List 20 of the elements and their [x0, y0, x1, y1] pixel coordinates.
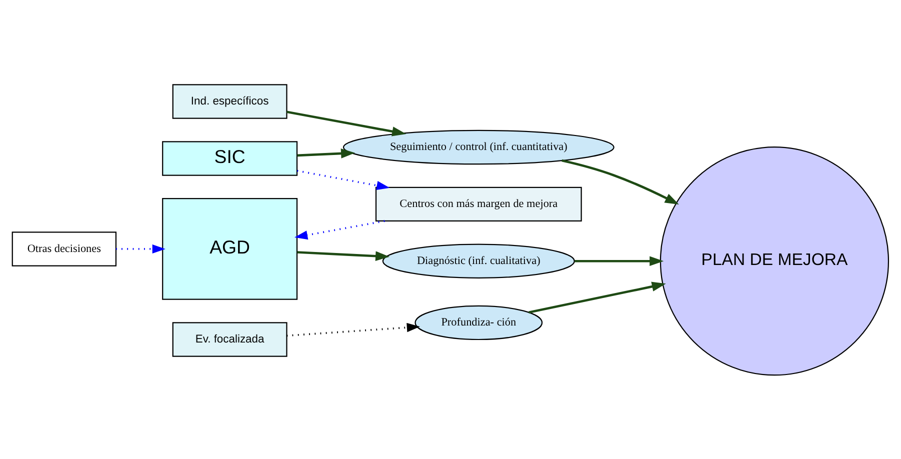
node-box: Ind. específicos: [172, 84, 288, 118]
arrow: [294, 220, 385, 240]
node-box: Centros con más margen de mejora: [375, 186, 582, 222]
arrow: [297, 250, 390, 260]
node-box: AGD: [162, 198, 298, 300]
arrow: [297, 148, 356, 158]
arrow: [562, 158, 679, 204]
node-circle: PLAN DE MEJORA: [660, 146, 890, 376]
arrow: [297, 169, 390, 190]
arrow: [528, 281, 666, 314]
node-ellipse: Profundiza- ción: [414, 304, 543, 340]
arrow: [286, 110, 406, 136]
node-ellipse: Seguimiento / control (inf. cuantitativa): [342, 129, 614, 164]
node-ellipse: Diagnóstic (inf. cualitativa): [382, 243, 575, 278]
arrow: [574, 256, 664, 266]
arrow: [116, 244, 166, 254]
node-box: Ev. focalizada: [172, 322, 288, 356]
node-box: SIC: [162, 140, 298, 176]
arrow: [286, 322, 420, 336]
node-box: Otras decisiones: [12, 231, 117, 266]
